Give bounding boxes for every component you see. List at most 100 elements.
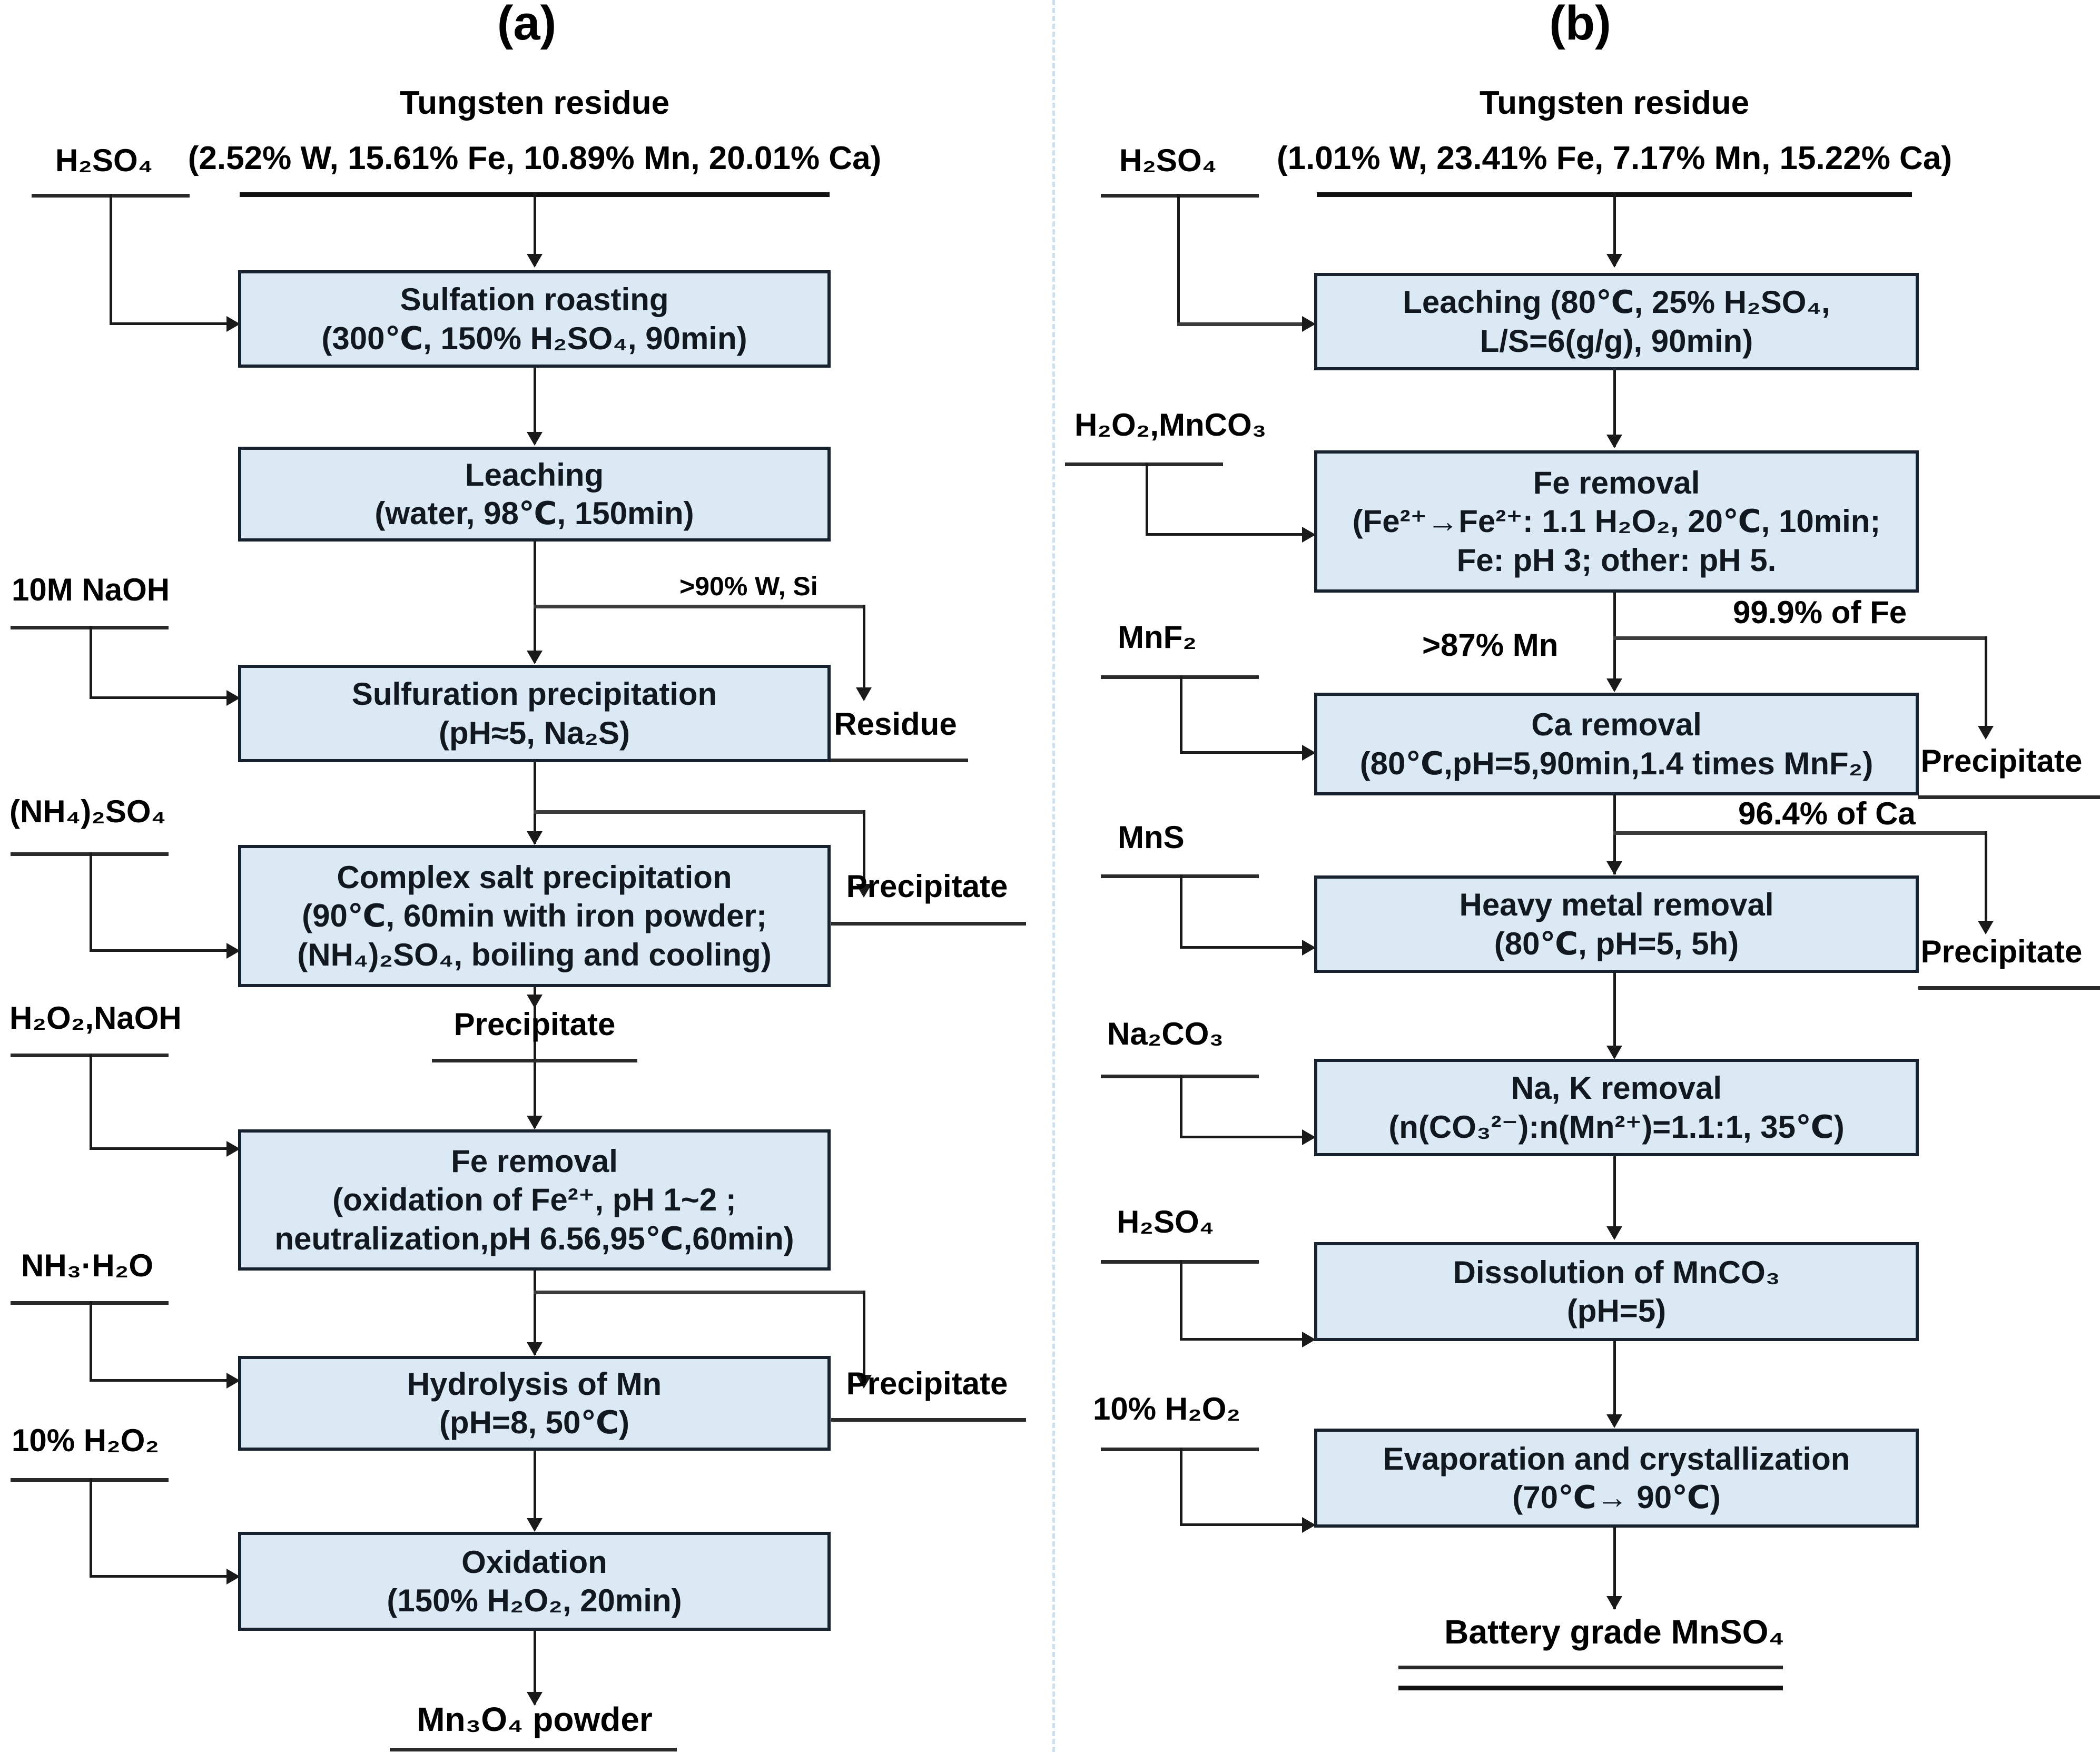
panel-b-feed-arrowhead <box>1606 254 1622 268</box>
panel-a-feed-arrowhead <box>527 254 543 268</box>
panel-b-byproduct-precipitate-1: Precipitate <box>1920 743 2083 779</box>
panel-b-byproduct-precipitate-2-underline <box>1918 986 2100 990</box>
panel-a-reagent-naoh-arrowhead <box>226 690 240 706</box>
panel-a-branch-ppt1-hline <box>534 810 865 814</box>
panel-b-product-label: Battery grade MnSO₄ <box>1444 1613 1784 1651</box>
panel-b-product-underline-2 <box>1398 1686 1783 1690</box>
panel-a-reagent-ammonia-arrowhead <box>226 1373 240 1389</box>
panel-a-branch-residue-hline <box>534 605 865 608</box>
panel-a-branch-residue-arrowhead <box>856 687 872 701</box>
panel-b-reagent-mnf2-hline <box>1180 751 1304 754</box>
step-line: (NH₄)₂SO₄, boiling and cooling) <box>297 937 772 972</box>
panel-a-step-complex-salt-precipitation[interactable]: Complex salt precipitation (90℃, 60min w… <box>238 845 831 987</box>
panel-a-link-1 <box>534 368 536 444</box>
panel-a-reagent-naoh: 10M NaOH <box>12 572 170 607</box>
panel-b-step-evaporation-crystallization[interactable]: Evaporation and crystallization (70℃→ 90… <box>1314 1429 1919 1528</box>
panel-a-reagent-naoh-vline <box>90 626 92 698</box>
panel-b-step-heavy-metal-removal[interactable]: Heavy metal removal (80℃, pH=5, 5h) <box>1314 875 1919 973</box>
panel-a-byproduct-precipitate-2: Precipitate <box>846 1366 1008 1401</box>
panel-a-link-5 <box>534 1271 536 1355</box>
panel-b-link-2 <box>1613 593 1616 690</box>
panel-b-link-5-arrowhead <box>1606 1226 1622 1240</box>
panel-b-step-ca-removal[interactable]: Ca removal (80℃,pH=5,90min,1.4 times MnF… <box>1314 693 1919 795</box>
step-line: Sulfuration precipitation <box>351 676 717 712</box>
panel-b-reagent-h2so4-underline <box>1101 194 1259 198</box>
panel-b-byproduct-precipitate-1-underline <box>1918 795 2100 799</box>
panel-a-reagent-ammonium-sulfate-hline <box>90 949 231 952</box>
panel-a-product-line <box>534 1631 536 1705</box>
panel-a-reagent-h2so4-vline <box>110 194 112 324</box>
panel-b-step-fe-removal[interactable]: Fe removal (Fe²⁺→Fe²⁺: 1.1 H₂O₂, 20℃, 10… <box>1314 450 1919 593</box>
step-line: neutralization,pH 6.56,95℃,60min) <box>274 1221 794 1256</box>
step-line: (n(CO₃²⁻):n(Mn²⁺)=1.1:1, 35℃) <box>1388 1109 1845 1145</box>
panel-divider <box>1052 0 1055 1752</box>
panel-b-reagent-h2so4-2: H₂SO₄ <box>1117 1204 1215 1239</box>
step-line: Fe: pH 3; other: pH 5. <box>1456 542 1777 578</box>
panel-a-branch-ppt2-hline <box>534 1291 865 1294</box>
panel-b-stream-label-fe: 99.9% of Fe <box>1733 595 1907 630</box>
panel-a-step-fe-removal[interactable]: Fe removal (oxidation of Fe²⁺, pH 1~2 ; … <box>238 1129 831 1271</box>
panel-a-reagent-h2o2-arrowhead <box>226 1569 240 1584</box>
panel-a-step-sulfuration-precipitation[interactable]: Sulfuration precipitation (pH≈5, Na₂S) <box>238 665 831 762</box>
panel-b-product-arrowhead <box>1606 1596 1622 1610</box>
step-line: Complex salt precipitation <box>337 860 732 895</box>
panel-a-branch-ppt2-arrowhead <box>856 1375 872 1389</box>
panel-a-byproduct-residue: Residue <box>834 706 957 742</box>
panel-b-link-2-arrowhead <box>1606 678 1622 692</box>
step-line: Fe removal <box>451 1144 618 1179</box>
panel-b-step-dissolution-of-mnco3[interactable]: Dissolution of MnCO₃ (pH=5) <box>1314 1242 1919 1341</box>
panel-a-reagent-h2o2-naoh: H₂O₂,NaOH <box>9 1000 182 1036</box>
panel-b-product-underline-1 <box>1398 1666 1783 1669</box>
panel-a-stream-precipitate-underline <box>432 1059 637 1062</box>
panel-a-link-3 <box>534 762 536 844</box>
step-line: (Fe²⁺→Fe²⁺: 1.1 H₂O₂, 20℃, 10min; <box>1352 504 1881 539</box>
panel-b-branch-ppt1-arrowhead <box>1978 726 1994 740</box>
panel-b-reagent-h2o2: 10% H₂O₂ <box>1093 1391 1241 1426</box>
step-line: (pH=8, 50℃) <box>439 1405 630 1440</box>
panel-a-step-leaching[interactable]: Leaching (water, 98℃, 150min) <box>238 447 831 542</box>
panel-b-branch-ppt2-vline <box>1985 831 1987 930</box>
panel-b-reagent-h2so4-2-hline <box>1180 1338 1304 1341</box>
panel-a-link-6-arrowhead <box>527 1518 543 1532</box>
panel-b-reagent-na2co3: Na₂CO₃ <box>1107 1016 1224 1051</box>
panel-a-step-sulfation-roasting[interactable]: Sulfation roasting (300℃, 150% H₂SO₄, 90… <box>238 270 831 368</box>
panel-a-byproduct-precipitate-1: Precipitate <box>846 869 1008 904</box>
panel-b-step-na-k-removal[interactable]: Na, K removal (n(CO₃²⁻):n(Mn²⁺)=1.1:1, 3… <box>1314 1059 1919 1156</box>
panel-a-product-underline-1 <box>390 1748 677 1751</box>
panel-b-reagent-mns: MnS <box>1118 820 1185 855</box>
panel-a-product-arrowhead <box>527 1692 543 1706</box>
panel-a-reagent-h2o2-vline <box>90 1478 92 1577</box>
panel-a-step-oxidation[interactable]: Oxidation (150% H₂O₂, 20min) <box>238 1532 831 1631</box>
panel-a-reagent-ammonium-sulfate: (NH₄)₂SO₄ <box>9 794 166 829</box>
panel-b-reagent-h2so4-arrowhead <box>1302 316 1316 332</box>
step-line: Ca removal <box>1531 707 1702 743</box>
panel-b-step-leaching[interactable]: Leaching (80℃, 25% H₂SO₄, L/S=6(g/g), 90… <box>1314 273 1919 370</box>
panel-b-reagent-h2so4-2-arrowhead <box>1302 1332 1316 1347</box>
panel-a-byproduct-precipitate-2-underline <box>831 1418 1026 1422</box>
panel-b-reagent-h2o2-arrowhead <box>1302 1517 1316 1533</box>
step-line: Hydrolysis of Mn <box>407 1366 662 1402</box>
panel-b-branch-ppt2-hline <box>1613 831 1987 835</box>
panel-a-reagent-ammonia: NH₃·H₂O <box>21 1248 154 1283</box>
panel-b-link-3-arrowhead <box>1606 861 1622 875</box>
panel-b-caption: (b) <box>1549 0 1611 50</box>
panel-b-reagent-h2o2-mnco3-vline <box>1146 462 1148 535</box>
panel-b-stream-label-ca: 96.4% of Ca <box>1738 796 1916 831</box>
panel-a-caption: (a) <box>497 0 557 50</box>
panel-a-link-1-arrowhead <box>527 432 543 446</box>
step-line: Oxidation <box>461 1544 607 1580</box>
panel-b-reagent-na2co3-vline <box>1180 1075 1182 1138</box>
step-line: Leaching <box>465 457 604 493</box>
panel-a-link-2 <box>534 542 536 663</box>
panel-b-link-1-arrowhead <box>1606 435 1622 448</box>
step-line: (80℃, pH=5, 5h) <box>1494 926 1739 961</box>
panel-a-feed-line <box>534 192 536 266</box>
panel-a-step-hydrolysis-of-mn[interactable]: Hydrolysis of Mn (pH=8, 50℃) <box>238 1356 831 1451</box>
panel-b-product-line <box>1613 1528 1616 1609</box>
panel-a-link-4-arrowhead-upper <box>527 995 543 1008</box>
step-line: Fe removal <box>1533 465 1700 501</box>
panel-b-link-5 <box>1613 1156 1616 1238</box>
step-line: Na, K removal <box>1511 1070 1722 1106</box>
panel-b-link-6 <box>1613 1341 1616 1425</box>
